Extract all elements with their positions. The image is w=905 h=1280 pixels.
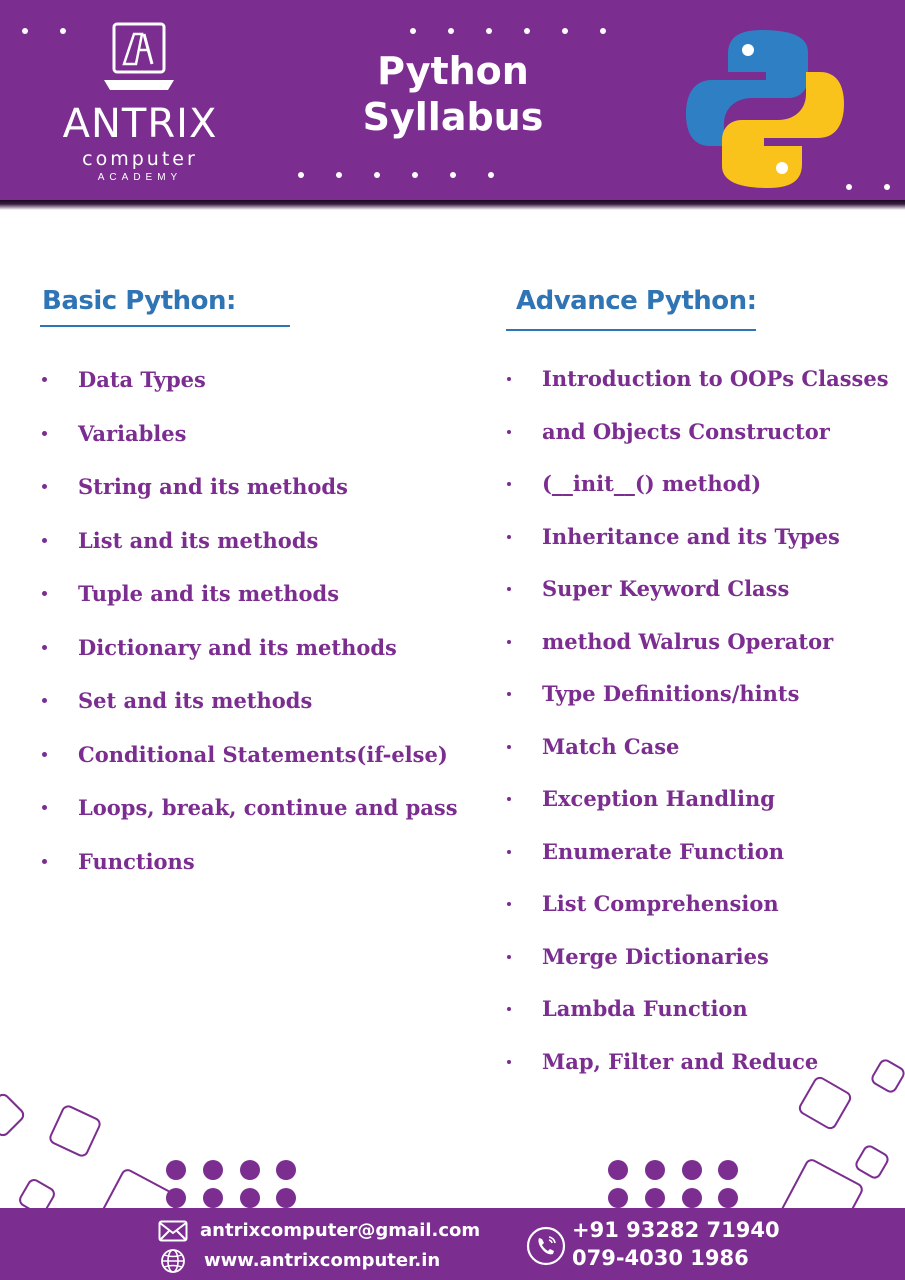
bullet [507, 1007, 511, 1011]
decor-dot [600, 28, 606, 34]
bullet [507, 692, 511, 696]
bullet [507, 797, 511, 801]
bullet [507, 744, 511, 749]
decor-dot [682, 1160, 702, 1180]
bullet [42, 751, 47, 757]
decor-dot [450, 172, 456, 178]
bullet [42, 644, 47, 650]
decor-dot [298, 172, 304, 178]
basic-heading-underline [40, 325, 290, 327]
bullet [507, 849, 511, 854]
brand-subtitle: computer [82, 148, 198, 170]
bullet [507, 954, 511, 959]
bullet [507, 902, 511, 906]
decor-dot [718, 1188, 738, 1208]
bullet [507, 587, 511, 591]
phone-number-mobile[interactable]: +91 93282 71940 [572, 1218, 780, 1242]
decor-dot [166, 1188, 186, 1208]
bullet [507, 534, 511, 539]
brand-name: ANTRIX [62, 101, 218, 147]
bullet [507, 482, 511, 486]
decor-dot [203, 1188, 223, 1208]
decor-dot [608, 1188, 628, 1208]
footer-bar: antrixcomputer@gmail.com www.antrixcompu… [0, 1208, 905, 1280]
brand-subtitle-academy: ACADEMY [97, 172, 183, 183]
decor-dot [60, 28, 66, 34]
basic-python-heading: Basic Python: [42, 286, 236, 316]
header-shadow [0, 200, 905, 210]
bullet [507, 377, 511, 381]
page-title-line2: Syllabus [362, 95, 544, 139]
advance-python-heading: Advance Python: [516, 286, 757, 316]
phone-icon [526, 1226, 566, 1266]
decor-dot [276, 1160, 296, 1180]
decor-dot [203, 1160, 223, 1180]
email-link[interactable]: antrixcomputer@gmail.com [200, 1220, 481, 1241]
decor-dot [486, 28, 492, 34]
globe-icon [161, 1249, 185, 1273]
decor-dot [524, 28, 530, 34]
decor-dot [846, 184, 852, 190]
laptop-logo-icon [104, 22, 174, 90]
bullet [507, 429, 511, 434]
bullet [42, 430, 47, 436]
bullet [507, 639, 511, 644]
page-title: Python Syllabus [340, 48, 566, 140]
decor-dot [645, 1160, 665, 1180]
decor-square [796, 1074, 854, 1132]
decor-dot [336, 172, 342, 178]
decor-dot [410, 28, 416, 34]
decor-dot [488, 172, 494, 178]
bullet [42, 377, 47, 382]
bullet [42, 591, 47, 596]
decor-square [868, 1056, 905, 1096]
advance-heading-underline [506, 329, 756, 331]
decor-square [0, 1090, 28, 1140]
decor-dot [608, 1160, 628, 1180]
decor-dot [240, 1160, 260, 1180]
bullet [42, 537, 47, 543]
decor-dot [682, 1188, 702, 1208]
decor-dot [645, 1188, 665, 1208]
decor-square [852, 1142, 892, 1182]
header-banner: ANTRIX computer ACADEMY Python Syllabus [0, 0, 905, 200]
decor-dot [718, 1160, 738, 1180]
bullet [42, 698, 47, 703]
decor-dot [374, 172, 380, 178]
decor-dot [448, 28, 454, 34]
decor-dot [276, 1188, 296, 1208]
decor-dot [240, 1188, 260, 1208]
bullet [42, 484, 47, 489]
bullet [507, 1059, 511, 1064]
decor-dot [22, 28, 28, 34]
mail-icon [158, 1220, 188, 1242]
bullet [42, 805, 47, 810]
page-title-line1: Python [377, 49, 529, 93]
decor-dot [884, 184, 890, 190]
decor-dot [166, 1160, 186, 1180]
bullet [42, 858, 47, 864]
decor-dot [562, 28, 568, 34]
phone-number-landline[interactable]: 079-4030 1986 [572, 1246, 749, 1270]
website-link[interactable]: www.antrixcomputer.in [204, 1250, 441, 1271]
python-logo-icon [686, 30, 844, 188]
decor-dot [412, 172, 418, 178]
decor-square [47, 1103, 103, 1159]
